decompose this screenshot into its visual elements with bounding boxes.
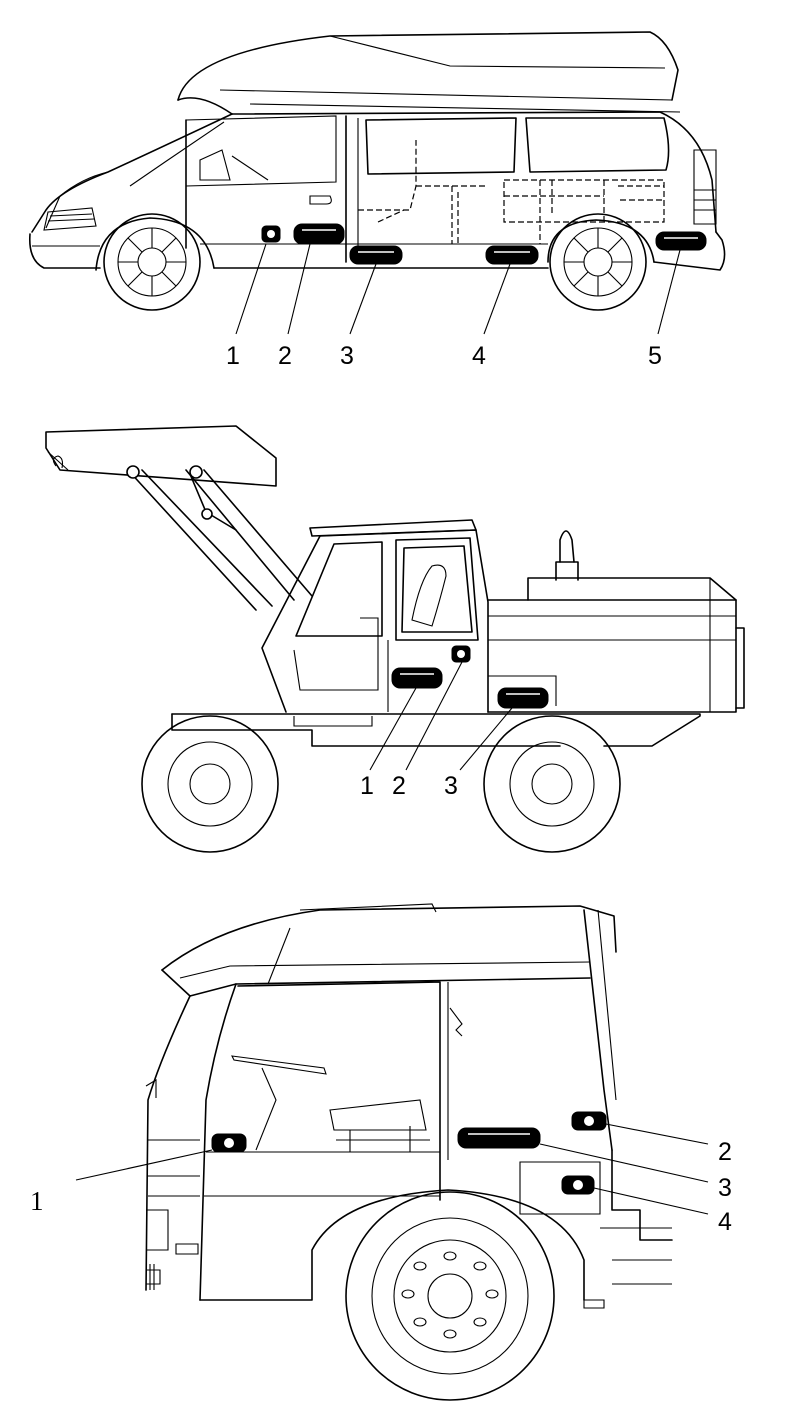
van-diagram: 1 2 3 4 5: [28, 31, 726, 370]
van-callout-5: 5: [648, 342, 662, 370]
truck-callout-1: 1: [30, 1186, 44, 1216]
truck-diagram: 1 2 3 4: [30, 903, 732, 1401]
van-callout-1: 1: [226, 342, 240, 370]
excavator-callout-3: 3: [444, 772, 458, 800]
van-callout-2: 2: [278, 342, 292, 370]
truck-callout-2: 2: [718, 1138, 732, 1166]
excavator-diagram: 1 2 3: [45, 425, 745, 853]
van-callout-4: 4: [472, 342, 486, 370]
excavator-callout-2: 2: [392, 772, 406, 800]
excavator-callout-1: 1: [360, 772, 374, 800]
truck-callout-4: 4: [718, 1208, 732, 1236]
truck-callout-3: 3: [718, 1174, 732, 1202]
van-callout-3: 3: [340, 342, 354, 370]
